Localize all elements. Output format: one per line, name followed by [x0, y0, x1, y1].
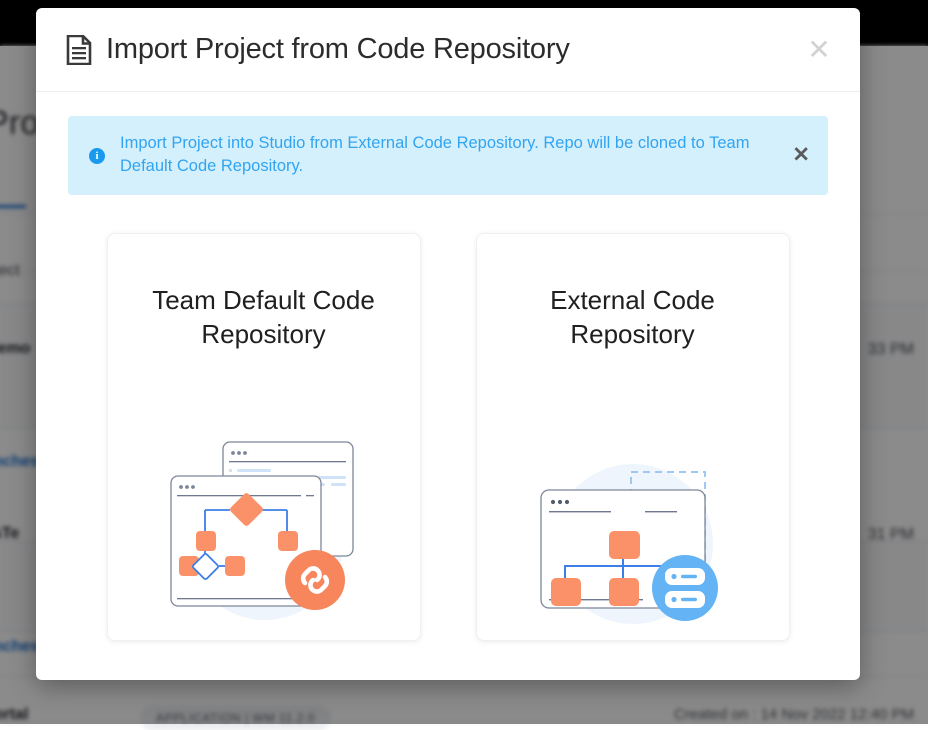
- info-banner: i Import Project into Studio from Extern…: [68, 116, 828, 195]
- browser-window-tree-dashed-connector-icon: [527, 434, 739, 634]
- page-title: Import Project from Code Repository: [106, 35, 570, 64]
- info-icon: i: [89, 148, 105, 164]
- card-title: Team Default Code Repository: [139, 284, 389, 352]
- team-default-illustration: [108, 434, 420, 634]
- card-external-code-repository[interactable]: External Code Repository: [476, 233, 790, 641]
- repository-options: Team Default Code Repository: [68, 233, 828, 641]
- card-title: External Code Repository: [508, 284, 758, 352]
- close-icon[interactable]: ✕: [804, 35, 834, 65]
- external-repo-illustration: [477, 434, 789, 634]
- two-browser-windows-flowchart-icon: [161, 434, 367, 634]
- modal-header: Import Project from Code Repository ✕: [36, 8, 860, 92]
- banner-close-icon[interactable]: ✕: [792, 145, 810, 166]
- import-project-modal: Import Project from Code Repository ✕ i …: [36, 8, 860, 680]
- document-icon: [66, 35, 92, 65]
- info-banner-text: Import Project into Studio from External…: [120, 132, 760, 179]
- card-team-default-code-repository[interactable]: Team Default Code Repository: [107, 233, 421, 641]
- modal-body: i Import Project into Studio from Extern…: [36, 92, 860, 680]
